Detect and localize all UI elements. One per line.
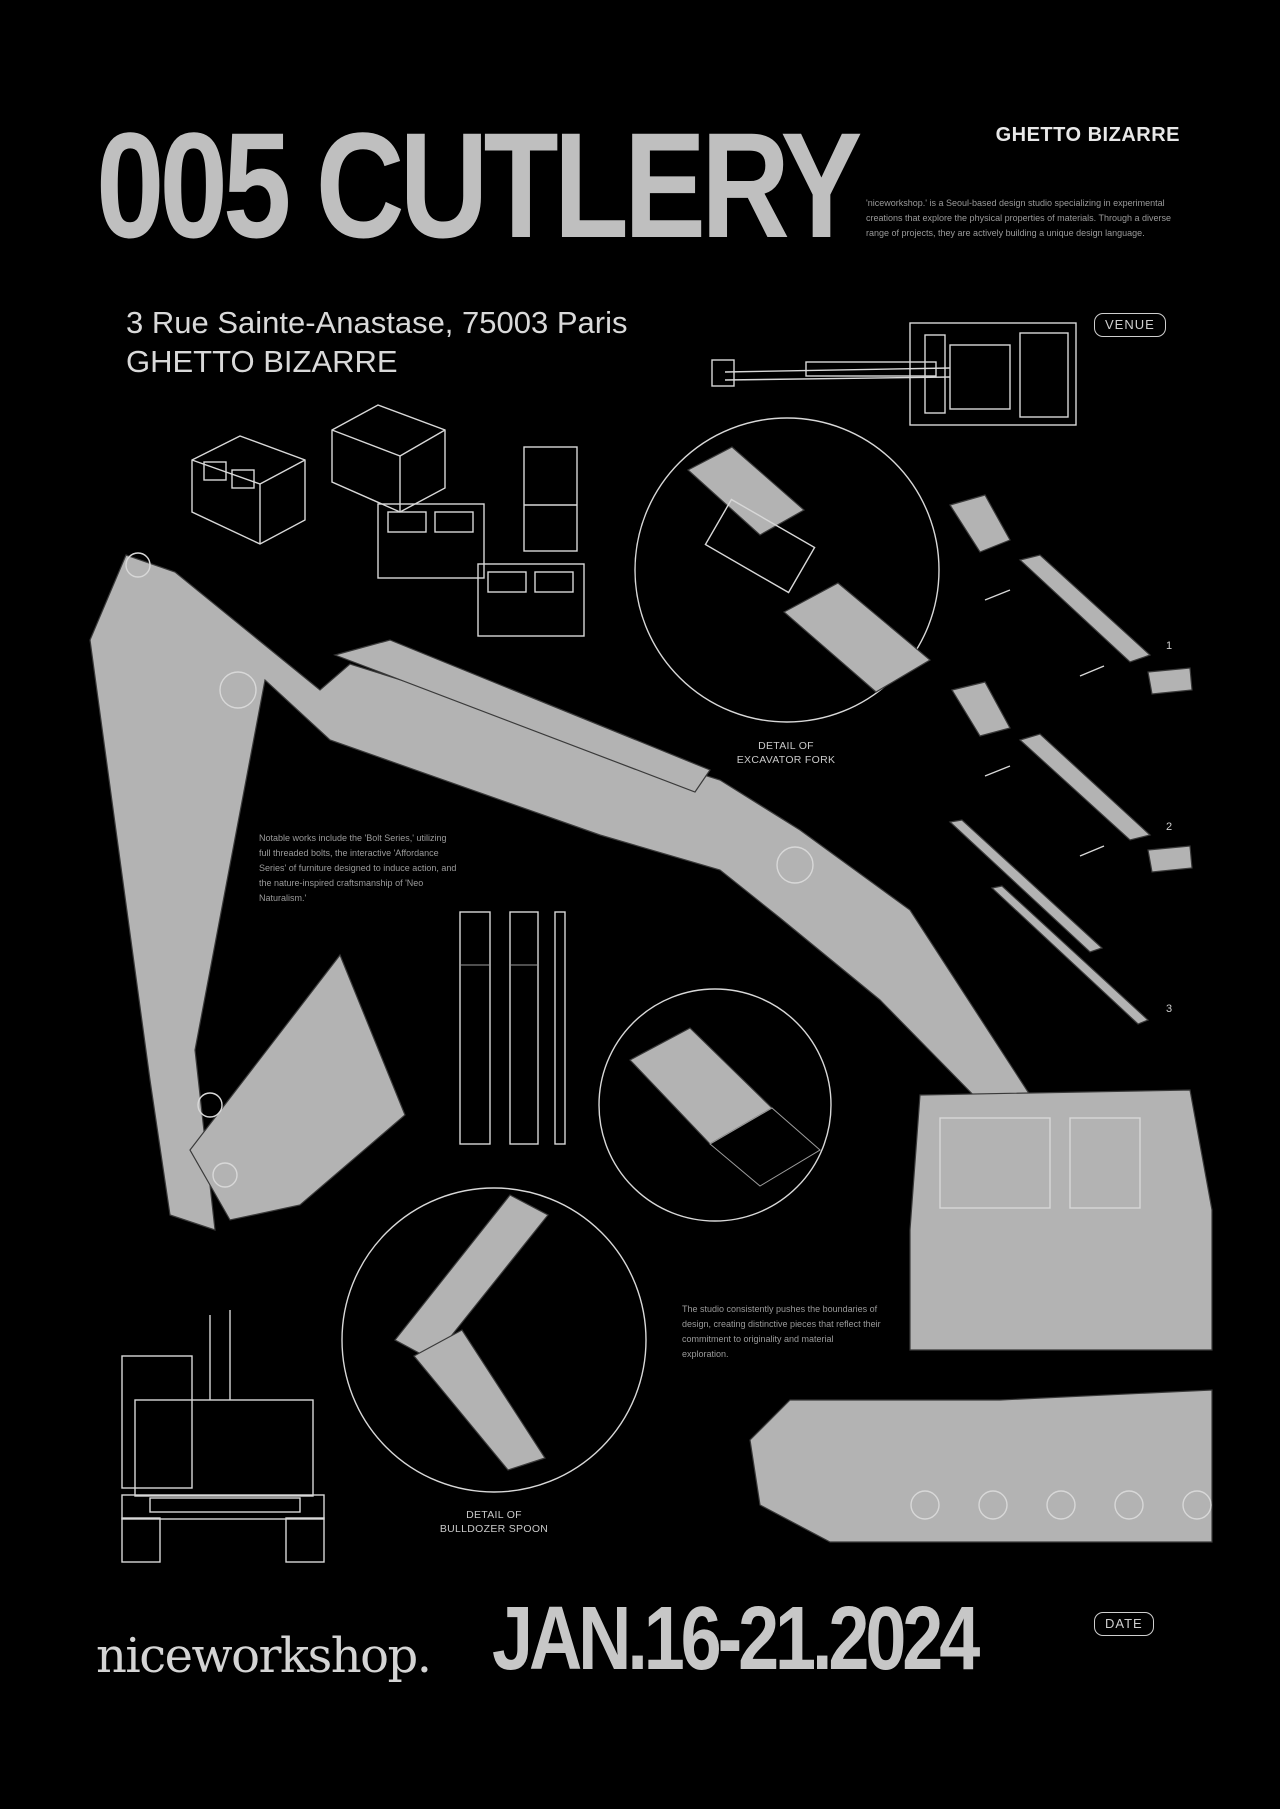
track-wheel [978, 1490, 1008, 1520]
poster-title: 005 CUTLERY [96, 101, 862, 269]
excavator-front-view [121, 1310, 325, 1563]
caption-line: EXCAVATOR FORK [736, 754, 836, 766]
cinder-blocks [191, 404, 585, 637]
spoon-head-detail [598, 988, 832, 1222]
step-number: 1 [1166, 640, 1173, 652]
excavator-fork-detail [634, 417, 940, 723]
event-date: JAN.16-21.2024 [492, 1589, 980, 1689]
step-number: 3 [1166, 1003, 1173, 1015]
works-note: Notable works include the 'Bolt Series,'… [259, 833, 457, 903]
venue-name-line: GHETTO BIZARRE [126, 344, 398, 379]
step-number: 2 [1166, 821, 1173, 833]
cutlery-parts [948, 494, 1193, 1025]
excavator [89, 552, 1213, 1543]
track-wheel [910, 1490, 940, 1520]
track-wheel [1182, 1490, 1212, 1520]
fork-detail-caption: DETAIL OF EXCAVATOR FORK [726, 739, 846, 767]
track-wheel [1114, 1490, 1144, 1520]
date-label-badge: DATE [1094, 1612, 1154, 1636]
excavator-top-view [711, 322, 1077, 426]
spoon-detail-caption: DETAIL OF BULLDOZER SPOON [432, 1508, 556, 1536]
utensil-set [459, 911, 566, 1145]
venue-label-badge: VENUE [1094, 313, 1166, 337]
studio-note: The studio consistently pushes the bound… [682, 1304, 881, 1359]
caption-line: DETAIL OF [466, 1509, 522, 1521]
track-wheel [1046, 1490, 1076, 1520]
brand-logo: niceworkshop. [96, 1628, 432, 1684]
venue-name: GHETTO BIZARRE [995, 124, 1180, 146]
bulldozer-spoon-detail [341, 1187, 647, 1493]
caption-line: BULLDOZER SPOON [439, 1523, 549, 1535]
address-line: 3 Rue Sainte-Anastase, 75003 Paris [126, 305, 628, 340]
studio-intro-text: 'niceworkshop.' is a Seoul-based design … [866, 198, 1171, 238]
venue-address: 3 Rue Sainte-Anastase, 75003 Paris GHETT… [126, 303, 627, 381]
caption-line: DETAIL OF [758, 740, 814, 752]
